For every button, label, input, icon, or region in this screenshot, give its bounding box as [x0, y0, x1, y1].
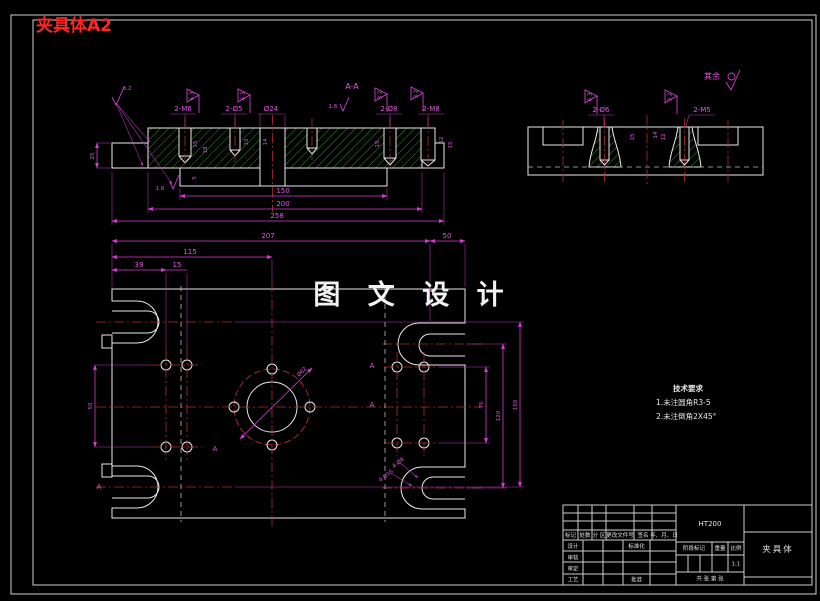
plan-dim-39: 39 — [135, 261, 144, 269]
plan-dim-left-50: 50 — [88, 402, 94, 409]
tb-header-date: 年、月、日 — [650, 531, 678, 539]
aa-hole-labels: 2-M6 2-Ø5 Ø24 2-Ø8 2-M8 — [170, 105, 444, 127]
tb-scale-value: 1:1 — [732, 562, 741, 568]
section-letter: A — [370, 401, 375, 409]
side-centerlines — [562, 115, 729, 185]
tb-stage-label: 阶段标记 — [683, 544, 706, 552]
plan-dim-115: 115 — [183, 248, 196, 256]
aa-dim-18: 18 — [203, 146, 209, 153]
aa-label-d24: Ø24 — [264, 105, 279, 113]
roughness-flag-value: 3.2 — [668, 93, 674, 102]
tech-req-item-2: 2.未注倒角2X45° — [656, 411, 717, 421]
aa-dim-5: 5 — [192, 176, 198, 180]
drawing-annotation: 夹具体A2 — [36, 15, 112, 36]
section-view-aa: 2-M6 2-Ø5 Ø24 2-Ø8 2-M8 6.3 6.3 3.2 3.2 … — [90, 82, 454, 225]
plan-dim-15: 15 — [173, 261, 182, 269]
tb-part-name: 夹具体 — [762, 544, 794, 555]
aa-dim-15c: 15 — [448, 141, 454, 148]
plan-dim-150: 150 — [513, 399, 519, 410]
roughness-flag-value: 6.3 — [588, 92, 594, 101]
aa-dim-15: 15 — [193, 140, 199, 147]
aa-dim-14: 14 — [263, 138, 269, 145]
tech-req-item-1: 1.未注圆角R3-5 — [656, 397, 711, 407]
section-view-side: 2-Ø6 2-M5 6.3 3.2 15 14 12 — [527, 89, 764, 185]
side-label-2-d6: 2-Ø6 — [593, 106, 610, 114]
aa-view-title: A-A — [345, 82, 359, 91]
tech-requirements: 技术要求 1.未注圆角R3-5 2.未注倒角2X45° — [656, 383, 717, 421]
aa-dim-258: 258 — [270, 212, 283, 220]
aa-label-2-M8: 2-M8 — [422, 105, 439, 113]
side-dim-15: 15 — [630, 133, 636, 140]
tb-row-review: 审定 — [567, 565, 579, 573]
plan-centerlines — [96, 282, 482, 526]
section-letter: A — [213, 445, 218, 453]
surface-note-text: 其余 — [704, 71, 720, 81]
tb-scale-label: 比例 — [730, 544, 742, 552]
roughness-check-value: 3.2 — [123, 86, 132, 92]
side-dim-14: 14 — [653, 131, 659, 138]
aa-dim-10: 10 — [244, 138, 250, 145]
tb-weight-label: 重量 — [714, 544, 726, 552]
roughness-flag-value: 6.3 — [241, 91, 247, 100]
tb-header-docno: 更改文件号 — [606, 531, 634, 539]
aa-dim-15b: 15 — [375, 140, 381, 147]
plan-dim-75: 75 — [479, 401, 485, 408]
roughness-icon — [725, 69, 741, 91]
aa-dim-25: 25 — [90, 152, 96, 159]
section-letter: A — [370, 362, 375, 370]
tb-header-count: 处数 — [579, 531, 591, 539]
aa-dimensions: 150 200 258 25 15 18 10 14 15 12 15 5 — [90, 137, 454, 225]
sheet-frame — [10, 14, 817, 595]
title-block: 标记 处数 分 区 更改文件号 签名 年、月、日 设计 审核 审定 工艺 标准化… — [562, 504, 813, 586]
tb-header-sign: 签名 — [637, 531, 648, 539]
roughness-flag-value: 3.2 — [378, 91, 384, 100]
side-dim-12: 12 — [661, 134, 667, 141]
tb-approve: 批准 — [631, 576, 643, 584]
plan-outline — [111, 288, 466, 519]
tb-row-process: 工艺 — [567, 577, 579, 584]
aa-dim-12: 12 — [439, 137, 445, 144]
plan-dim-120: 120 — [496, 410, 502, 421]
watermark-text: 图 文 设 计 — [313, 279, 512, 311]
tb-header-mark: 标记 — [565, 531, 577, 539]
side-label-2-M5: 2-M5 — [693, 106, 710, 114]
roughness-flag-value: 3.2 — [414, 90, 420, 99]
plan-left-tab-1 — [101, 334, 113, 349]
tb-standardization: 标准化 — [628, 542, 645, 550]
plan-dim-50: 50 — [443, 232, 452, 240]
surface-note: 其余 — [704, 69, 741, 91]
roughness-check-value: 1.6 — [329, 104, 338, 110]
tb-row-design: 设计 — [567, 542, 579, 550]
roughness-flag-value: 6.3 — [190, 91, 196, 100]
aa-label-2-d5: 2-Ø5 — [226, 105, 243, 113]
tb-material: HT200 — [699, 520, 722, 528]
tb-row-check: 审核 — [567, 554, 579, 562]
aa-dim-150: 150 — [276, 187, 289, 195]
section-letter: A — [97, 483, 102, 491]
aa-roughness-flags: 6.3 6.3 3.2 3.2 3.2 1.6 1.6 — [111, 86, 424, 192]
tb-sheet-label: 共 张 第 张 — [696, 575, 724, 583]
side-labels: 2-Ø6 2-M5 6.3 3.2 15 14 12 — [584, 89, 715, 141]
tb-header-zone: 分 区 — [593, 531, 606, 539]
plan-view: 207 50 115 39 15 50 75 120 150 — [88, 232, 524, 526]
aa-label-2-M6: 2-M6 — [174, 105, 192, 113]
plan-dim-207: 207 — [261, 232, 274, 240]
roughness-check-value: 1.6 — [156, 186, 165, 192]
tech-req-title: 技术要求 — [673, 383, 703, 393]
aa-dim-200: 200 — [276, 200, 289, 208]
aa-label-2-d8: 2-Ø8 — [381, 105, 398, 113]
plan-left-tab-2 — [101, 463, 113, 478]
